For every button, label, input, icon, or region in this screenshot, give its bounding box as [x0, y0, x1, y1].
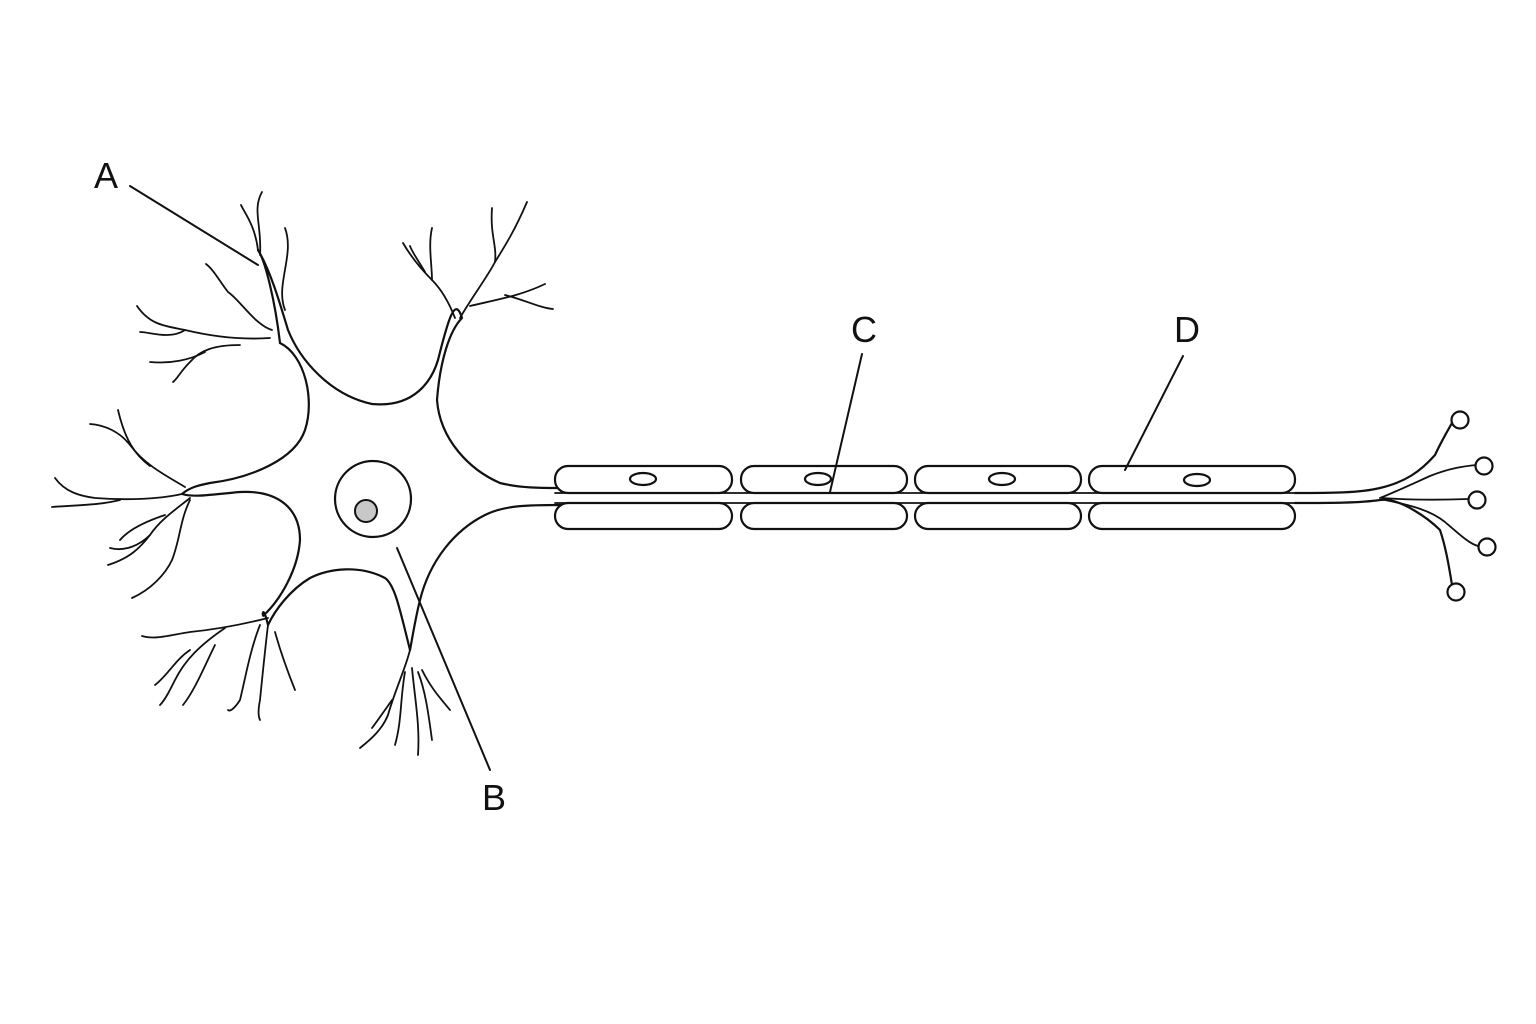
labels: A B C D [94, 155, 1200, 818]
schwann-cell-2 [739, 464, 909, 531]
schwann-cell-4 [1087, 464, 1297, 531]
terminal-bulb-1 [1450, 410, 1470, 430]
nucleus [333, 459, 413, 539]
leader-line-a [129, 185, 259, 266]
nucleolus [354, 499, 378, 523]
label-a: A [94, 155, 118, 196]
terminal-bulb-2 [1474, 456, 1494, 476]
schwann-cell-3 [913, 464, 1083, 531]
dendrites [51, 191, 554, 756]
terminal-bulb-5 [1446, 582, 1466, 602]
schwann-cell-nucleus-3 [987, 471, 1017, 487]
label-d: D [1174, 309, 1200, 350]
terminal-bulb-3 [1467, 490, 1487, 510]
axon-terminals [1293, 410, 1497, 602]
leader-line-d [1124, 355, 1184, 471]
axon [554, 492, 1301, 504]
label-b: B [482, 777, 506, 818]
cell-body [180, 248, 562, 652]
label-c: C [851, 309, 877, 350]
schwann-cell-nucleus-1 [628, 471, 658, 487]
leader-line-c [829, 353, 863, 493]
leader-line-b [396, 547, 491, 771]
leader-lines [129, 185, 1184, 771]
schwann-cell-1 [553, 464, 734, 531]
terminal-bulb-4 [1477, 537, 1497, 557]
myelin-sheath [553, 464, 1297, 531]
schwann-cell-nucleus-2 [803, 471, 833, 487]
schwann-cell-nucleus-4 [1182, 472, 1212, 488]
